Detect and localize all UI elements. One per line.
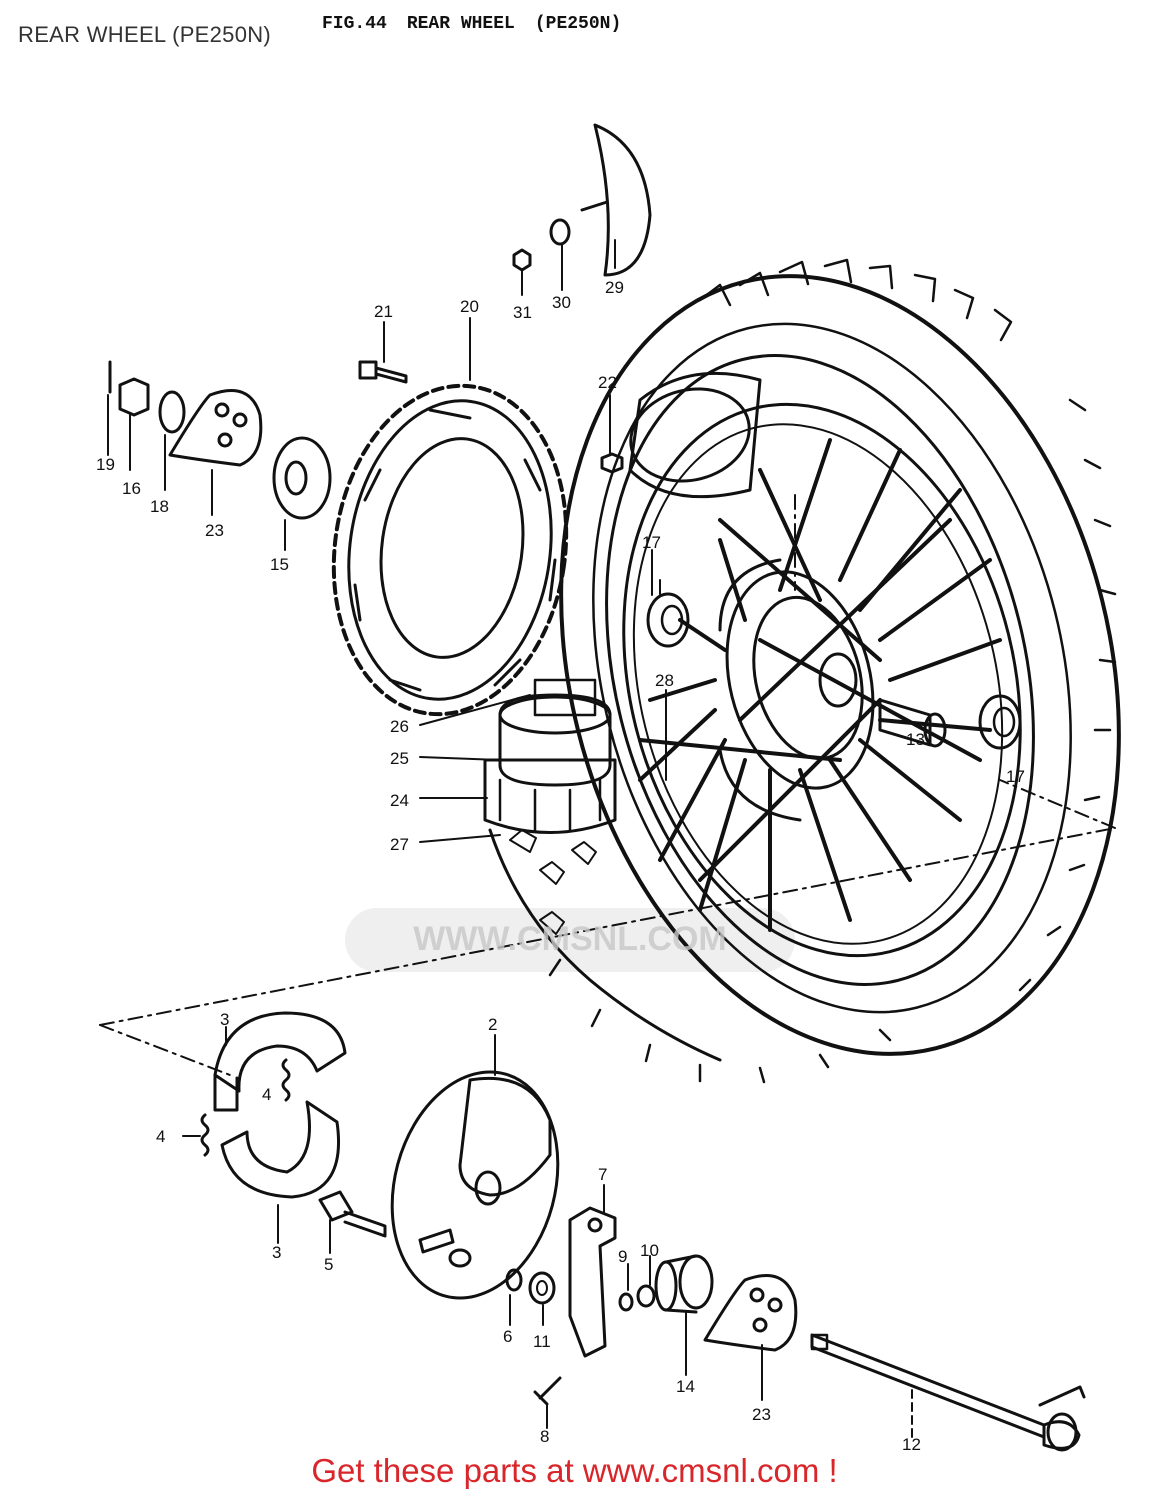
callout-22: 22 <box>598 373 617 392</box>
footer-parts-link[interactable]: Get these parts at www.cmsnl.com ! <box>311 1452 838 1489</box>
brake-cam-lever <box>568 1206 617 1358</box>
axle-collar <box>272 436 332 520</box>
rear-axle <box>810 1333 1086 1452</box>
wheel-bearing-right <box>978 694 1022 750</box>
rim-band <box>628 371 762 499</box>
axle-spacer-right <box>654 1254 714 1314</box>
oil-seal-11 <box>528 1271 556 1305</box>
callout-19: 19 <box>96 455 115 474</box>
nut-31 <box>512 248 532 272</box>
callout-14: 14 <box>676 1377 695 1396</box>
washer-30 <box>549 218 571 246</box>
callout-25: 25 <box>390 749 409 768</box>
axle-washer <box>158 390 186 434</box>
callout-labels: 29 31 30 21 20 22 19 16 18 23 15 17 28 2… <box>96 278 1025 1454</box>
callout-16: 16 <box>122 479 141 498</box>
axle-nut <box>118 377 150 417</box>
callout-13: 13 <box>906 730 925 749</box>
sprocket-nut <box>600 452 624 474</box>
callout-17-right: 17 <box>1006 767 1025 786</box>
callout-8: 8 <box>540 1427 549 1446</box>
callout-4-center: 4 <box>262 1085 271 1104</box>
rear-tyre <box>488 258 1121 1084</box>
screw-8 <box>533 1376 562 1406</box>
callout-24: 24 <box>390 791 409 810</box>
callout-17-left: 17 <box>642 533 661 552</box>
wheel-hub <box>718 558 875 822</box>
brake-spring-center <box>281 1058 291 1102</box>
callout-9: 9 <box>618 1247 627 1266</box>
figure-title: FIG.44 REAR WHEEL (PE250N) <box>322 14 641 34</box>
callout-3-upper: 3 <box>220 1010 229 1029</box>
chain-adjuster-left <box>168 389 263 467</box>
callout-2: 2 <box>488 1015 497 1034</box>
chain-guard <box>580 123 652 277</box>
callout-23-upper: 23 <box>205 521 224 540</box>
page-title: REAR WHEEL (PE250N) <box>18 22 272 47</box>
callout-28: 28 <box>655 671 674 690</box>
callout-6: 6 <box>503 1327 512 1346</box>
callout-5: 5 <box>324 1255 333 1274</box>
figure-number: FIG.44 <box>322 14 387 34</box>
callout-20: 20 <box>460 297 479 316</box>
callout-18: 18 <box>150 497 169 516</box>
rear-sprocket <box>331 383 569 717</box>
washer-6 <box>505 1268 523 1292</box>
wheel-spokes <box>638 438 1002 932</box>
brake-shoe-lower <box>220 1100 340 1199</box>
brake-panel <box>390 1070 560 1300</box>
figure-title-model: (PE250N) <box>534 14 622 34</box>
wheel-rim <box>622 402 1022 958</box>
wheel-bearing-left <box>646 592 690 648</box>
callout-29: 29 <box>605 278 624 297</box>
nut-10 <box>636 1284 656 1308</box>
callout-30: 30 <box>552 293 571 312</box>
sprocket-carrier <box>483 678 617 834</box>
brake-shoe-upper <box>213 1011 347 1112</box>
watermark-text: WWW.CMSNL.COM <box>413 920 727 958</box>
callout-3-lower: 3 <box>272 1243 281 1262</box>
assembly-center-line <box>99 494 1116 1076</box>
chain-adjuster-right <box>703 1274 798 1352</box>
washer-9 <box>618 1292 634 1312</box>
figure-title-main: REAR WHEEL <box>406 14 515 34</box>
callout-10: 10 <box>640 1241 659 1260</box>
callout-23-lower: 23 <box>752 1405 771 1424</box>
sprocket-bolt <box>358 360 408 384</box>
callout-7: 7 <box>598 1165 607 1184</box>
callout-12: 12 <box>902 1435 921 1454</box>
callout-15: 15 <box>270 555 289 574</box>
callout-4-left: 4 <box>156 1127 165 1146</box>
callout-11: 11 <box>533 1332 551 1351</box>
axle-spacer <box>878 698 947 748</box>
callout-31: 31 <box>513 303 532 322</box>
callout-26: 26 <box>390 717 409 736</box>
leader-lines <box>107 239 913 1439</box>
callout-27: 27 <box>390 835 409 854</box>
callout-21: 21 <box>374 302 393 321</box>
brake-cam <box>318 1190 387 1238</box>
brake-spring-left <box>200 1113 210 1157</box>
